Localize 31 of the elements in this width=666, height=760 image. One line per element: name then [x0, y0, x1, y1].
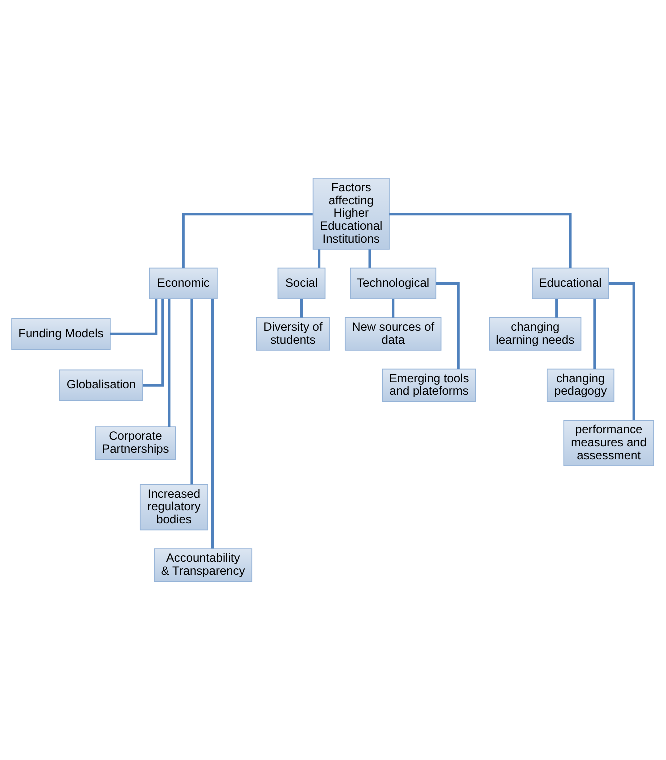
connector: [168, 299, 171, 427]
connector: [368, 250, 372, 268]
node-box: changing learning needs: [489, 318, 582, 351]
node-box: Corporate Partnerships: [95, 426, 176, 460]
connector: [110, 299, 158, 336]
connector: [190, 299, 194, 485]
connector: [318, 250, 321, 268]
connector: [436, 282, 460, 370]
node-box: Globalisation: [60, 370, 144, 402]
node-box: Economic: [149, 268, 218, 300]
connector: [143, 299, 164, 387]
connector: [392, 299, 395, 318]
connector: [300, 299, 304, 318]
connector: [182, 213, 313, 268]
node-box: Diversity of students: [256, 318, 330, 351]
connector: [556, 299, 558, 318]
node-box: Social: [278, 268, 326, 300]
node-box: Accountability & Transparency: [154, 548, 253, 582]
connector: [608, 282, 636, 420]
node-box: Emerging tools and plateforms: [382, 368, 476, 402]
connector: [211, 299, 214, 549]
node-box: New sources of data: [344, 318, 442, 351]
node-box: changing pedagogy: [546, 368, 615, 402]
node-box: Factors affecting Higher Educational Institutions: [312, 178, 390, 250]
node-box: Educational: [532, 268, 610, 300]
node-box: performance measures and assessment: [564, 420, 654, 466]
connector: [390, 213, 572, 268]
node-box: Technological: [350, 268, 437, 300]
node-box: Increased regulatory bodies: [140, 484, 208, 531]
connector: [594, 299, 596, 370]
node-box: Funding Models: [12, 318, 111, 350]
